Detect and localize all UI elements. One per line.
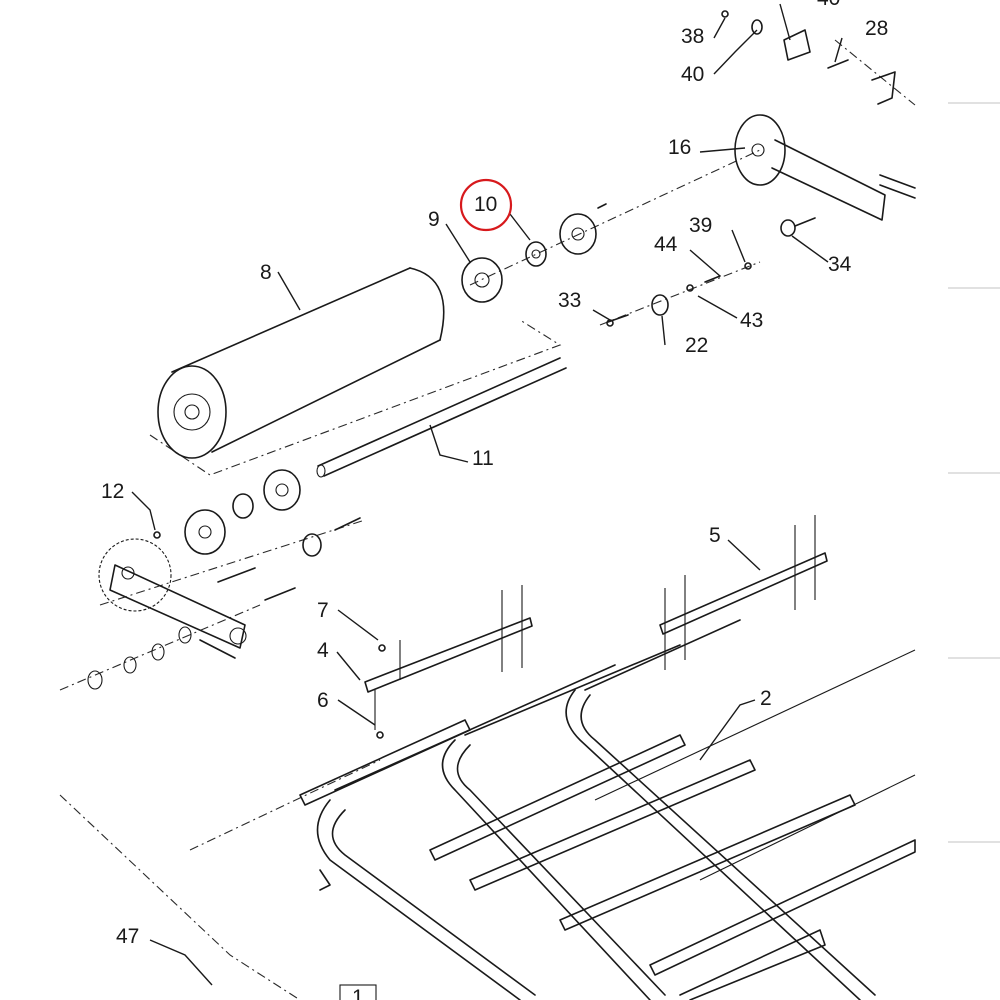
angle-strip-part-4 <box>364 585 533 739</box>
callout-38[interactable]: 38 <box>681 25 704 48</box>
margin-ticks <box>948 102 1000 843</box>
callout-7[interactable]: 7 <box>317 599 329 622</box>
callout-6[interactable]: 6 <box>317 689 329 712</box>
shaft-part-11 <box>316 357 567 478</box>
callout-39[interactable]: 39 <box>689 214 712 237</box>
callout-11[interactable]: 11 <box>472 447 494 470</box>
callout-40-lower[interactable]: 40 <box>681 63 704 86</box>
callout-28[interactable]: 28 <box>865 17 888 40</box>
highlight-circle <box>459 178 513 232</box>
callout-labels: 38 40 40 28 16 10 9 39 44 34 33 43 22 8 … <box>101 0 888 1000</box>
roller-part-8 <box>157 267 445 459</box>
conveyor-chain-part-2 <box>299 619 916 1000</box>
callout-47[interactable]: 47 <box>116 925 139 948</box>
callout-10[interactable]: 10 <box>474 193 497 216</box>
arm-part-16 <box>734 114 916 237</box>
callout-34[interactable]: 34 <box>828 253 852 276</box>
callout-40-upper[interactable]: 40 <box>817 0 840 10</box>
leader-lines <box>131 3 843 986</box>
callout-1[interactable]: 1 <box>352 986 364 1000</box>
callout-9[interactable]: 9 <box>428 208 440 231</box>
bearing-set-lower <box>153 469 361 601</box>
callout-43[interactable]: 43 <box>740 309 763 332</box>
callout-2[interactable]: 2 <box>760 687 772 710</box>
small-hardware <box>606 262 752 327</box>
callout-8[interactable]: 8 <box>260 261 272 284</box>
callout-12[interactable]: 12 <box>101 480 124 503</box>
callout-44[interactable]: 44 <box>654 233 678 256</box>
top-hardware <box>721 10 896 105</box>
angle-strip-part-5 <box>659 515 828 670</box>
callout-16[interactable]: 16 <box>668 136 691 159</box>
callout-22[interactable]: 22 <box>685 334 708 357</box>
callout-5[interactable]: 5 <box>709 524 721 547</box>
center-lines <box>59 39 916 1000</box>
callout-1-box <box>339 984 377 1000</box>
callout-33[interactable]: 33 <box>558 289 581 312</box>
callout-4[interactable]: 4 <box>317 639 329 662</box>
bearing-set-upper <box>461 203 607 303</box>
sprocket-arm <box>87 538 247 690</box>
